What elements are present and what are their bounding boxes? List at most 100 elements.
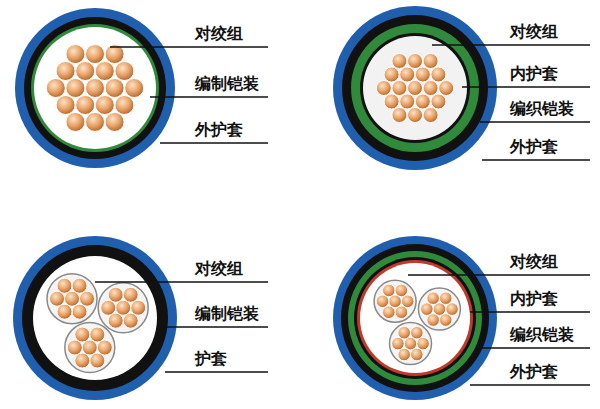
copper-wire xyxy=(76,95,95,114)
copper-wire xyxy=(86,45,105,64)
leader-line xyxy=(160,326,268,327)
copper-wire xyxy=(392,81,407,96)
cable-2 xyxy=(333,6,497,170)
part-label: 编制铠装 xyxy=(195,74,259,94)
copper-wire xyxy=(392,108,407,123)
part-label: 编织铠装 xyxy=(510,99,574,119)
cable-layer xyxy=(333,236,497,400)
copper-wire xyxy=(400,67,415,82)
cable-3 xyxy=(13,236,177,400)
copper-wire xyxy=(382,284,395,297)
copper-wire xyxy=(395,284,408,297)
copper-wire xyxy=(423,108,438,123)
leader-line xyxy=(432,44,590,45)
copper-wire xyxy=(427,292,440,305)
copper-wire xyxy=(395,306,408,319)
cable-layer xyxy=(374,280,416,322)
copper-wire xyxy=(72,304,87,319)
copper-wire xyxy=(82,340,97,355)
copper-wire xyxy=(95,62,114,81)
copper-wire xyxy=(75,353,90,368)
copper-wire xyxy=(76,62,95,81)
copper-wire xyxy=(57,304,72,319)
copper-wire xyxy=(423,53,438,68)
copper-wire xyxy=(65,291,80,306)
leader-line xyxy=(482,159,590,160)
part-label: 编制铠装 xyxy=(195,304,259,324)
leader-line xyxy=(470,384,590,385)
cable-layer xyxy=(342,15,488,161)
copper-wire xyxy=(408,81,423,96)
part-label: 对绞组 xyxy=(195,259,243,279)
cable-layer xyxy=(348,251,482,385)
cable-4 xyxy=(333,236,497,400)
copper-wire xyxy=(108,287,123,302)
copper-wire xyxy=(376,81,391,96)
copper-wire xyxy=(80,291,95,306)
cable-layer xyxy=(351,24,479,152)
copper-wire xyxy=(46,79,65,98)
copper-wire xyxy=(56,62,75,81)
cable-layer xyxy=(13,236,177,400)
copper-wire xyxy=(108,313,123,328)
copper-wire xyxy=(86,79,105,98)
copper-wire xyxy=(90,327,105,342)
copper-wire xyxy=(66,45,85,64)
leader-line xyxy=(480,121,590,122)
leader-line xyxy=(478,347,590,348)
copper-wire xyxy=(57,278,72,293)
leader-line xyxy=(165,371,268,372)
cable-layer xyxy=(33,256,157,380)
cable-layer xyxy=(389,323,431,365)
copper-wire xyxy=(131,300,146,315)
cable-layer xyxy=(34,27,156,149)
copper-wire xyxy=(431,67,446,82)
copper-wire xyxy=(410,326,423,339)
copper-wire xyxy=(101,300,116,315)
cable-layer xyxy=(22,245,168,391)
leader-line xyxy=(470,311,590,312)
cable-layer xyxy=(363,36,467,140)
leader-line xyxy=(462,86,590,87)
copper-wire xyxy=(115,62,134,81)
copper-wire xyxy=(423,81,438,96)
leader-lines xyxy=(95,45,590,385)
copper-wire xyxy=(408,53,423,68)
copper-wire xyxy=(415,94,430,109)
copper-wire xyxy=(75,327,90,342)
copper-wire xyxy=(415,67,430,82)
part-label: 对绞组 xyxy=(510,252,558,272)
part-label: 内护套 xyxy=(510,64,558,84)
copper-wire xyxy=(408,108,423,123)
copper-wire xyxy=(105,112,124,131)
copper-wire xyxy=(384,94,399,109)
copper-wire xyxy=(115,95,134,114)
copper-wire xyxy=(123,287,138,302)
part-label: 外护套 xyxy=(510,137,558,157)
copper-wire xyxy=(125,79,144,98)
leader-line xyxy=(408,274,590,275)
cable-layer xyxy=(333,6,497,170)
leader-line xyxy=(95,281,268,282)
part-label: 内护套 xyxy=(510,289,558,309)
part-label: 对绞组 xyxy=(195,24,243,44)
leader-line xyxy=(160,142,268,143)
cable-layer xyxy=(360,33,470,143)
copper-wire xyxy=(66,112,85,131)
part-label: 对绞组 xyxy=(510,22,558,42)
copper-wire xyxy=(50,291,65,306)
cable-layer xyxy=(24,17,166,159)
copper-wire xyxy=(439,314,452,327)
copper-wire xyxy=(384,67,399,82)
cable-layer xyxy=(31,24,159,152)
part-label: 护套 xyxy=(195,349,227,369)
copper-wire xyxy=(56,95,75,114)
cable-layer xyxy=(341,244,489,392)
copper-wire xyxy=(90,353,105,368)
cable-layer xyxy=(360,263,470,373)
copper-wire xyxy=(97,340,112,355)
copper-wire xyxy=(72,278,87,293)
copper-wire xyxy=(66,79,85,98)
